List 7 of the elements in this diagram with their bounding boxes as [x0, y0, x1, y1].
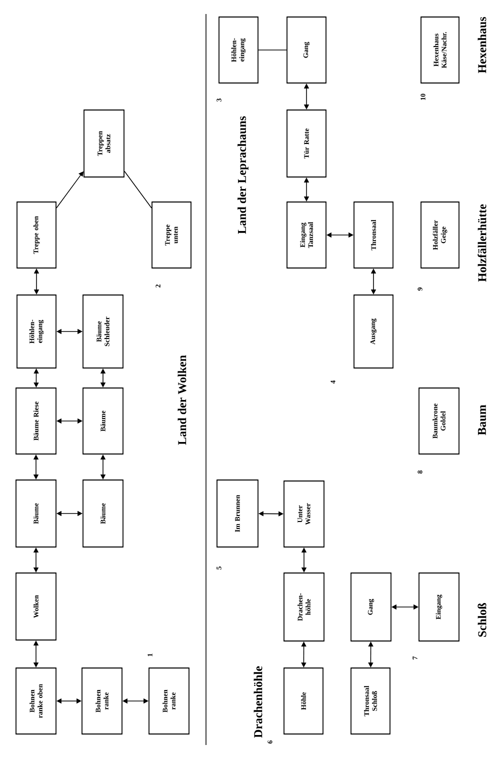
- area-title: Holzfällerhütte: [478, 204, 486, 282]
- area-title: Hexenhaus: [478, 16, 486, 74]
- area-title: Drachenhöhle: [254, 666, 262, 738]
- area-title: Land der Wolken: [178, 355, 186, 445]
- area-title: Land der Leprachauns: [238, 116, 248, 234]
- area-title: Schloß: [478, 602, 486, 637]
- area-title: Baum: [478, 404, 486, 436]
